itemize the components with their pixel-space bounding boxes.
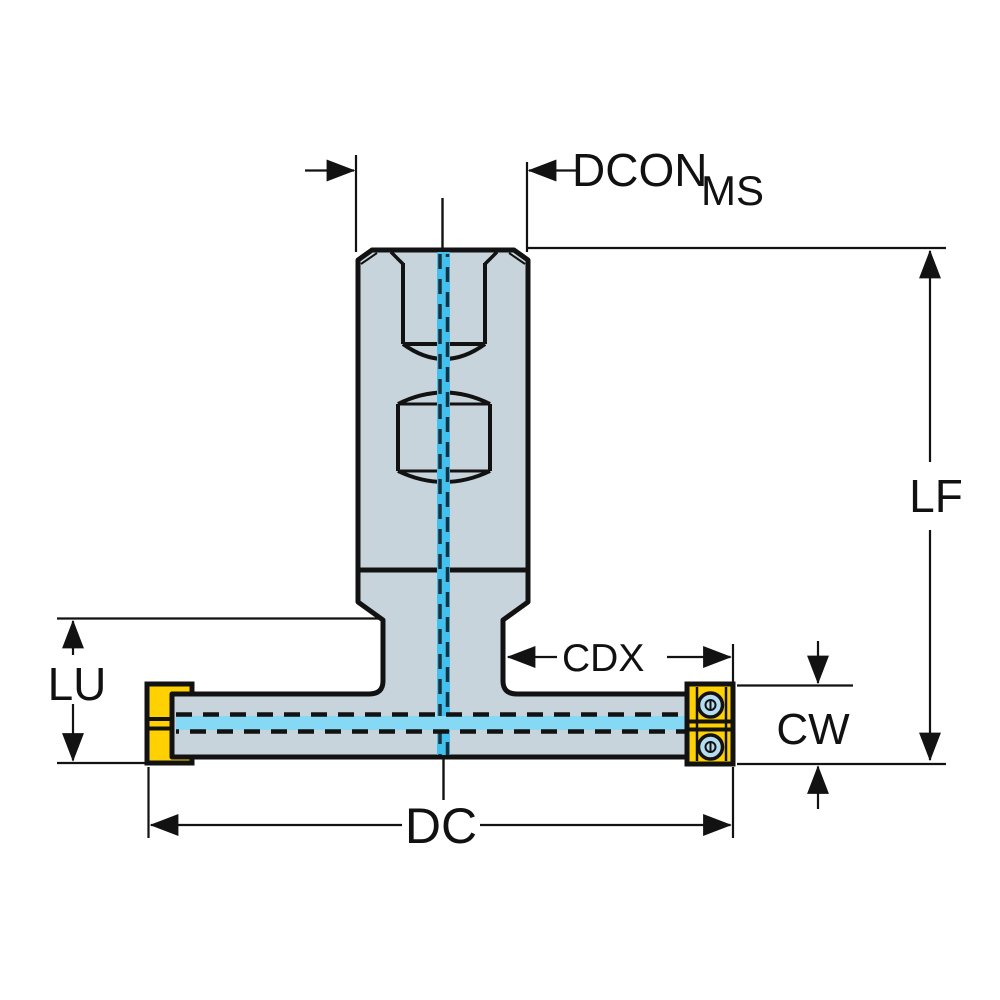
lu-label: LU (48, 658, 107, 710)
disc-centerline (176, 712, 686, 734)
dim-lf: LF (909, 249, 963, 762)
bore-entry-chamfer (389, 250, 405, 266)
centerline-band-horizontal (176, 716, 686, 730)
tool-body (169, 247, 691, 760)
screw-icon (696, 691, 725, 719)
spindle-centerline (437, 252, 450, 755)
dim-dcon: DCON MS (305, 144, 946, 252)
dc-label: DC (405, 798, 477, 854)
dcon-label: DCON (572, 144, 707, 196)
right-insert (684, 681, 736, 767)
dim-cw: CW (737, 641, 946, 809)
chamfer-edge-line (508, 252, 526, 265)
cw-label: CW (776, 705, 850, 754)
screw-icon (696, 733, 725, 761)
dcon-sub-label: MS (701, 167, 764, 214)
bore-entry-chamfer (483, 250, 499, 266)
lf-label: LF (909, 470, 963, 522)
dim-cdx: CDX (506, 637, 735, 686)
dim-dc: DC (147, 767, 735, 854)
chamfer-edge-line (360, 252, 378, 265)
cdx-label: CDX (562, 637, 644, 680)
dim-lu: LU (48, 617, 380, 765)
